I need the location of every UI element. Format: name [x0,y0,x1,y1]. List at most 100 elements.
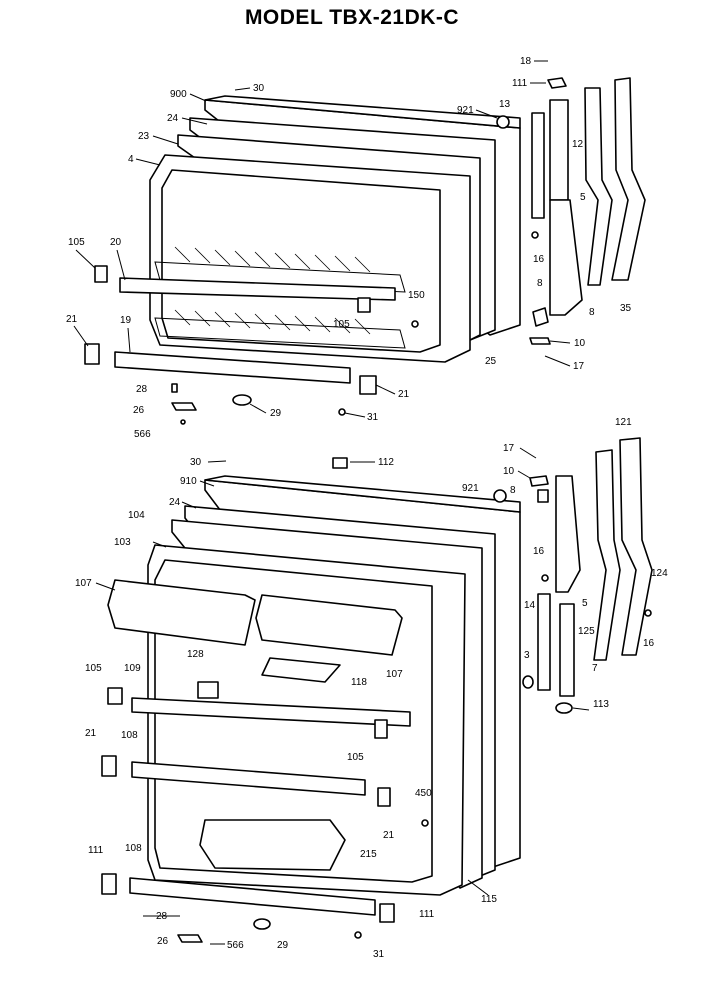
strip-14 [537,593,551,691]
bracket-21-lower-left [101,755,117,777]
callout-label: 20 [110,237,122,248]
callout-label: 14 [524,600,536,611]
callout-label: 21 [66,314,78,325]
callout-label: 25 [485,356,497,367]
shelf-hatching [174,246,371,335]
callout-label: 3 [524,650,530,661]
outer-door-face [204,95,521,129]
hinge-5 [549,199,583,316]
washer-29 [232,394,252,406]
callout-labels: 18 111 900 30 921 13 12 24 23 4 5 105 20… [66,56,668,960]
callout-label: 12 [572,139,584,150]
hinge-12 [549,99,569,201]
handle-7 [593,449,621,661]
cap-28 [171,383,178,393]
callout-label: 105 [347,752,364,763]
callout-label: 35 [620,303,632,314]
callout-label: 29 [270,408,282,419]
strip-13 [531,112,545,219]
callout-label: 17 [503,443,515,454]
callout-label: 111 [419,909,435,920]
bottom-bin-215 [199,819,346,871]
callout-label: 5 [580,192,586,203]
callout-label: 113 [593,699,609,710]
bracket-105-lower-right [374,719,388,739]
gasket-115 [467,879,489,896]
dairy-bin-107-left [107,579,256,646]
plug-921-lower [493,489,507,503]
page-title: MODEL TBX-21DK-C [244,6,460,29]
callout-label: 566 [227,940,244,951]
bracket-128 [197,681,219,699]
callout-label: 900 [170,89,187,100]
upper-shelf [154,261,406,293]
callout-label: 10 [574,338,586,349]
callout-label: 118 [351,677,367,688]
leader-lines [73,60,590,945]
washer-29-lower [253,918,271,930]
callout-label: 921 [457,105,474,116]
callout-label: 8 [510,485,516,496]
callout-label: 109 [124,663,141,674]
callout-label: 29 [277,940,289,951]
handle-8 [584,87,613,286]
plug-921 [496,115,510,129]
callout-label: 10 [503,466,515,477]
callout-label: 21 [398,389,410,400]
plate-26-lower [177,934,203,943]
bracket-21-right [359,375,377,395]
screw-16-right [644,609,652,617]
callout-label: 107 [386,669,403,680]
fresh-food-door-assembly [101,437,653,943]
cap-3 [522,675,534,689]
bracket-21-left [84,343,100,365]
bracket-105-right [357,297,371,313]
callout-label: 111 [88,845,104,856]
bracket-111-lower-left [101,873,117,895]
screw-150 [411,320,419,328]
callout-label: 921 [462,483,479,494]
callout-label: 566 [134,429,151,440]
shelf-bar-109 [131,697,411,727]
callout-label: 128 [187,649,204,660]
clip-111 [547,77,567,89]
callout-label: 26 [157,936,169,947]
callout-label: 26 [133,405,145,416]
callout-label: 105 [85,663,102,674]
callout-label: 112 [378,457,394,468]
callout-label: 16 [533,254,545,265]
handle-35 [611,77,646,281]
callout-label: 7 [592,663,598,674]
callout-label: 124 [651,568,668,579]
screw-31-lower [354,931,362,939]
callout-label: 18 [520,56,532,67]
callout-label: 24 [169,497,181,508]
shelf-bar-19 [114,351,351,384]
outer-door-face-910 [204,475,521,513]
callout-label: 108 [121,730,138,741]
screw-31-upper [338,408,346,416]
callout-label: 150 [408,290,425,301]
bracket-105-lower-left [107,687,123,705]
callout-label: 450 [415,788,432,799]
callout-label: 30 [253,83,265,94]
callout-label: 21 [383,830,395,841]
block-8-lower [537,489,549,503]
shelf-bar-20 [119,277,396,301]
callout-label: 115 [481,894,497,905]
screw-450 [421,819,429,827]
callout-label: 19 [120,315,132,326]
shelf-bar-108-lower [129,877,376,916]
strip-125 [559,603,575,697]
screw-566-upper [180,419,186,425]
dairy-bin-107-right [255,594,403,656]
callout-label: 105 [333,319,350,330]
plate-26 [171,402,197,411]
screw-16-lower [541,574,549,582]
clip-10-lower [529,475,549,487]
callout-label: 125 [578,626,595,637]
handle-121 [619,437,653,656]
callout-label: 105 [68,237,85,248]
callout-label: 104 [128,510,145,521]
